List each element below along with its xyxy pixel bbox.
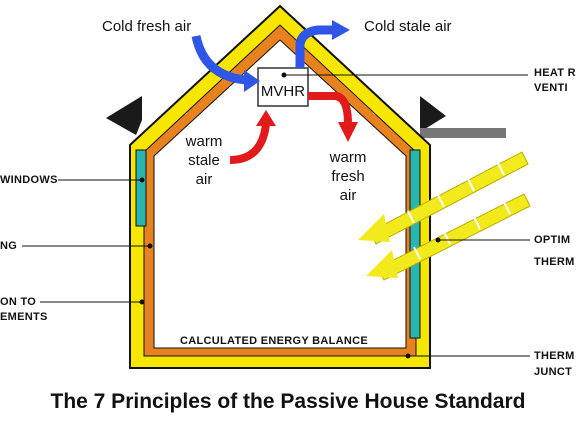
right-label-junct: JUNCT — [534, 366, 573, 378]
window-right — [409, 149, 421, 339]
left-label-ements: EMENTS — [0, 311, 48, 323]
right-label-optim: OPTIM — [534, 234, 571, 246]
warm-stale-air-arrowhead — [256, 110, 276, 126]
warm-stale-line-3: air — [195, 171, 213, 188]
warm-stale-air-arrow — [229, 123, 270, 164]
left-label-on-to: ON TO — [0, 296, 37, 308]
diagram-title: The 7 Principles of the Passive House St… — [50, 390, 526, 413]
mvhr-label: MVHR — [261, 83, 305, 100]
cold-fresh-air-arrowhead — [244, 70, 260, 92]
warm-stale-line-2: stale — [188, 152, 220, 169]
warm-fresh-line-1: warm — [329, 149, 367, 166]
cold-stale-air-label: Cold stale air — [364, 18, 452, 35]
warm-stale-line-1: warm — [185, 133, 223, 150]
house-interior — [153, 39, 407, 349]
left-callouts — [22, 177, 153, 305]
cold-fresh-air-arrow — [191, 34, 247, 85]
left-label-windows: WINDOWS — [0, 174, 58, 186]
cold-stale-air-arrow — [295, 25, 334, 68]
cold-fresh-air-label: Cold fresh air — [102, 18, 192, 35]
left-label-ng: NG — [0, 240, 18, 252]
solar-gain-ray-lower — [366, 193, 531, 281]
warm-fresh-air-label: warm fresh air — [320, 148, 376, 205]
roof-eave-left — [106, 96, 142, 135]
warm-fresh-air-arrow — [308, 92, 352, 125]
right-callouts — [405, 237, 530, 359]
warm-stale-air-label: warm stale air — [176, 132, 232, 189]
right-label-therm-1: THERM — [534, 256, 575, 268]
roof-overhang-right — [420, 128, 506, 138]
warm-fresh-line-3: air — [339, 187, 357, 204]
right-label-heat-r: HEAT R — [534, 67, 576, 79]
roof-eave-right — [420, 96, 446, 132]
right-label-therm-2: THERM — [534, 350, 575, 362]
warm-fresh-line-2: fresh — [331, 168, 365, 185]
cold-stale-air-arrowhead — [332, 20, 350, 40]
window-left — [135, 149, 147, 227]
warm-fresh-air-arrowhead — [338, 122, 358, 142]
solar-gain-ray-upper — [358, 151, 529, 245]
energy-balance-label: CALCULATED ENERGY BALANCE — [180, 335, 368, 347]
right-label-venti: VENTI — [534, 82, 568, 94]
